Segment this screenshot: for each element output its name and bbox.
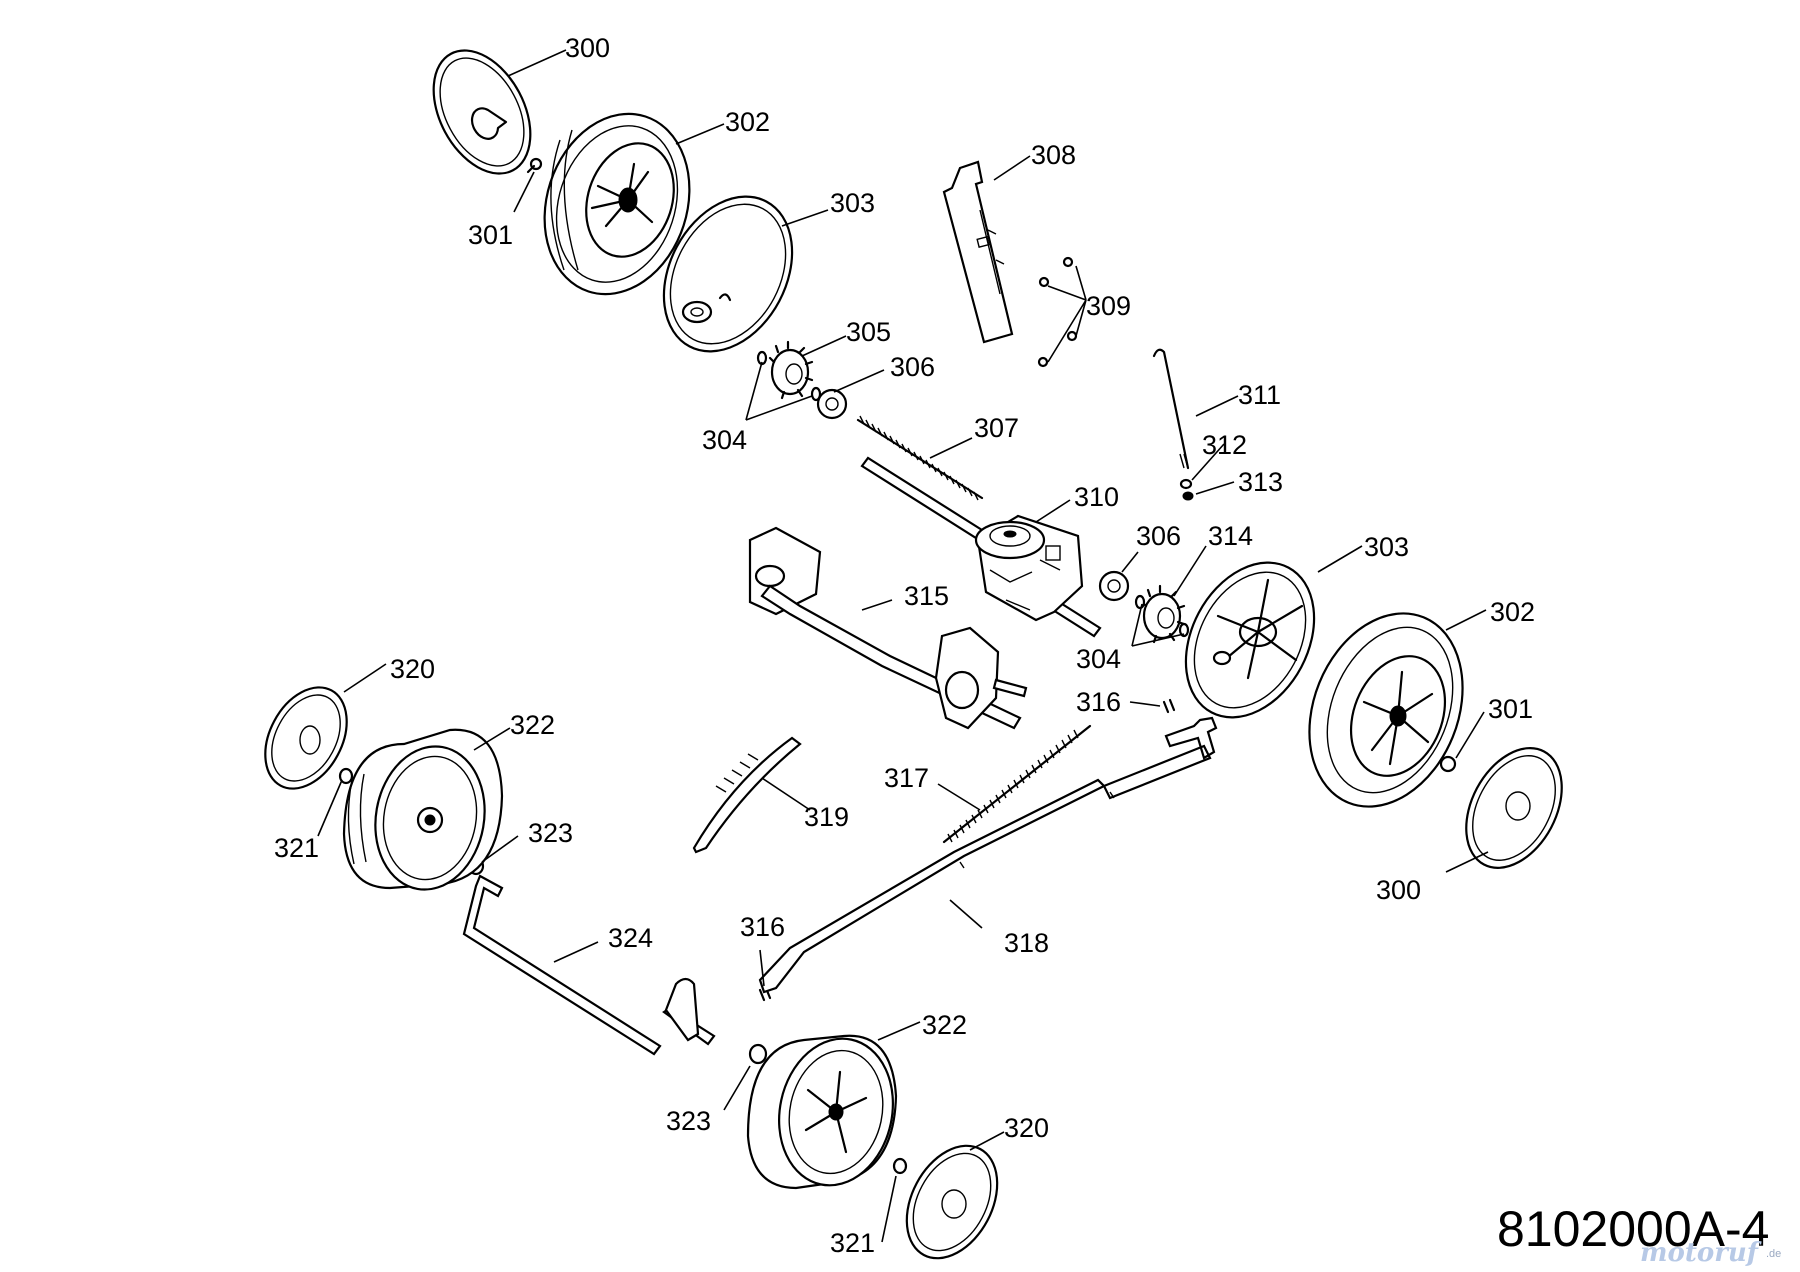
callout-307: 307 <box>974 413 1019 443</box>
callout-306: 306 <box>1136 521 1181 551</box>
callout-302: 302 <box>725 107 770 137</box>
callout-labels: 300 302 301 303 308 309 305 306 304 307 … <box>274 33 1535 1258</box>
gear-icon <box>1140 584 1186 644</box>
screw-icon <box>1037 256 1078 368</box>
callout-304: 304 <box>702 425 747 455</box>
callout-320: 320 <box>1004 1113 1049 1143</box>
hubcap-icon <box>264 686 348 790</box>
callout-303: 303 <box>1364 532 1409 562</box>
callout-305: 305 <box>846 317 891 347</box>
callout-320: 320 <box>390 654 435 684</box>
watermark-tld: .de <box>1766 1248 1782 1260</box>
hubcap-icon <box>905 1144 999 1260</box>
axle-icon <box>462 874 716 1056</box>
hubcap-icon <box>432 49 532 175</box>
callout-317: 317 <box>884 763 929 793</box>
washer-icon <box>1179 478 1194 501</box>
callout-306: 306 <box>890 352 935 382</box>
screw-icon <box>758 698 1176 1002</box>
wheel-icon <box>342 728 504 891</box>
callout-318: 318 <box>1004 928 1049 958</box>
callout-321: 321 <box>830 1228 875 1258</box>
callout-311: 311 <box>1238 380 1281 410</box>
wheel-icon <box>746 1034 898 1190</box>
washer-icon <box>748 1043 908 1175</box>
bracket-icon <box>942 160 1014 344</box>
callout-302: 302 <box>1490 597 1535 627</box>
wheel-icon <box>1308 612 1464 808</box>
spring-icon <box>942 724 1092 844</box>
lever-icon <box>692 736 802 854</box>
callout-312: 312 <box>1202 430 1247 460</box>
callout-301: 301 <box>1488 694 1533 724</box>
spring-icon <box>856 415 984 501</box>
lever-icon <box>758 716 1218 994</box>
callout-310: 310 <box>1074 482 1119 512</box>
bearing-icon <box>816 388 848 420</box>
screw-icon <box>1439 755 1457 773</box>
hubcap-icon <box>1465 747 1563 869</box>
callout-322: 322 <box>510 710 555 740</box>
gear-icon <box>768 340 814 400</box>
leader-lines <box>317 49 1489 1243</box>
wheel-icon <box>543 112 691 296</box>
bracket-icon <box>748 526 1028 730</box>
callout-313: 313 <box>1238 467 1283 497</box>
hubcap-icon <box>662 195 794 353</box>
lever-icon <box>1152 348 1190 470</box>
callout-304: 304 <box>1076 644 1121 674</box>
callout-301: 301 <box>468 220 513 250</box>
callout-315: 315 <box>904 581 949 611</box>
callout-300: 300 <box>565 33 610 63</box>
gearbox-icon <box>974 514 1084 622</box>
drawing-number: 8102000A-4 <box>1497 1201 1770 1257</box>
callout-300: 300 <box>1376 875 1421 905</box>
watermark-logo: motoruf <box>1640 1238 1758 1268</box>
callout-321: 321 <box>274 833 319 863</box>
callout-319: 319 <box>804 802 849 832</box>
callout-316: 316 <box>1076 687 1121 717</box>
washer-icon <box>756 350 822 402</box>
screw-icon <box>526 157 543 174</box>
callout-314: 314 <box>1208 521 1253 551</box>
callout-323: 323 <box>528 818 573 848</box>
callout-303: 303 <box>830 188 875 218</box>
bearing-icon <box>1098 570 1130 602</box>
callout-324: 324 <box>608 923 653 953</box>
callout-322: 322 <box>922 1010 967 1040</box>
callout-309: 309 <box>1086 291 1131 321</box>
callout-308: 308 <box>1031 140 1076 170</box>
hubcap-icon <box>1184 561 1316 719</box>
callout-316: 316 <box>740 912 785 942</box>
callout-323: 323 <box>666 1106 711 1136</box>
